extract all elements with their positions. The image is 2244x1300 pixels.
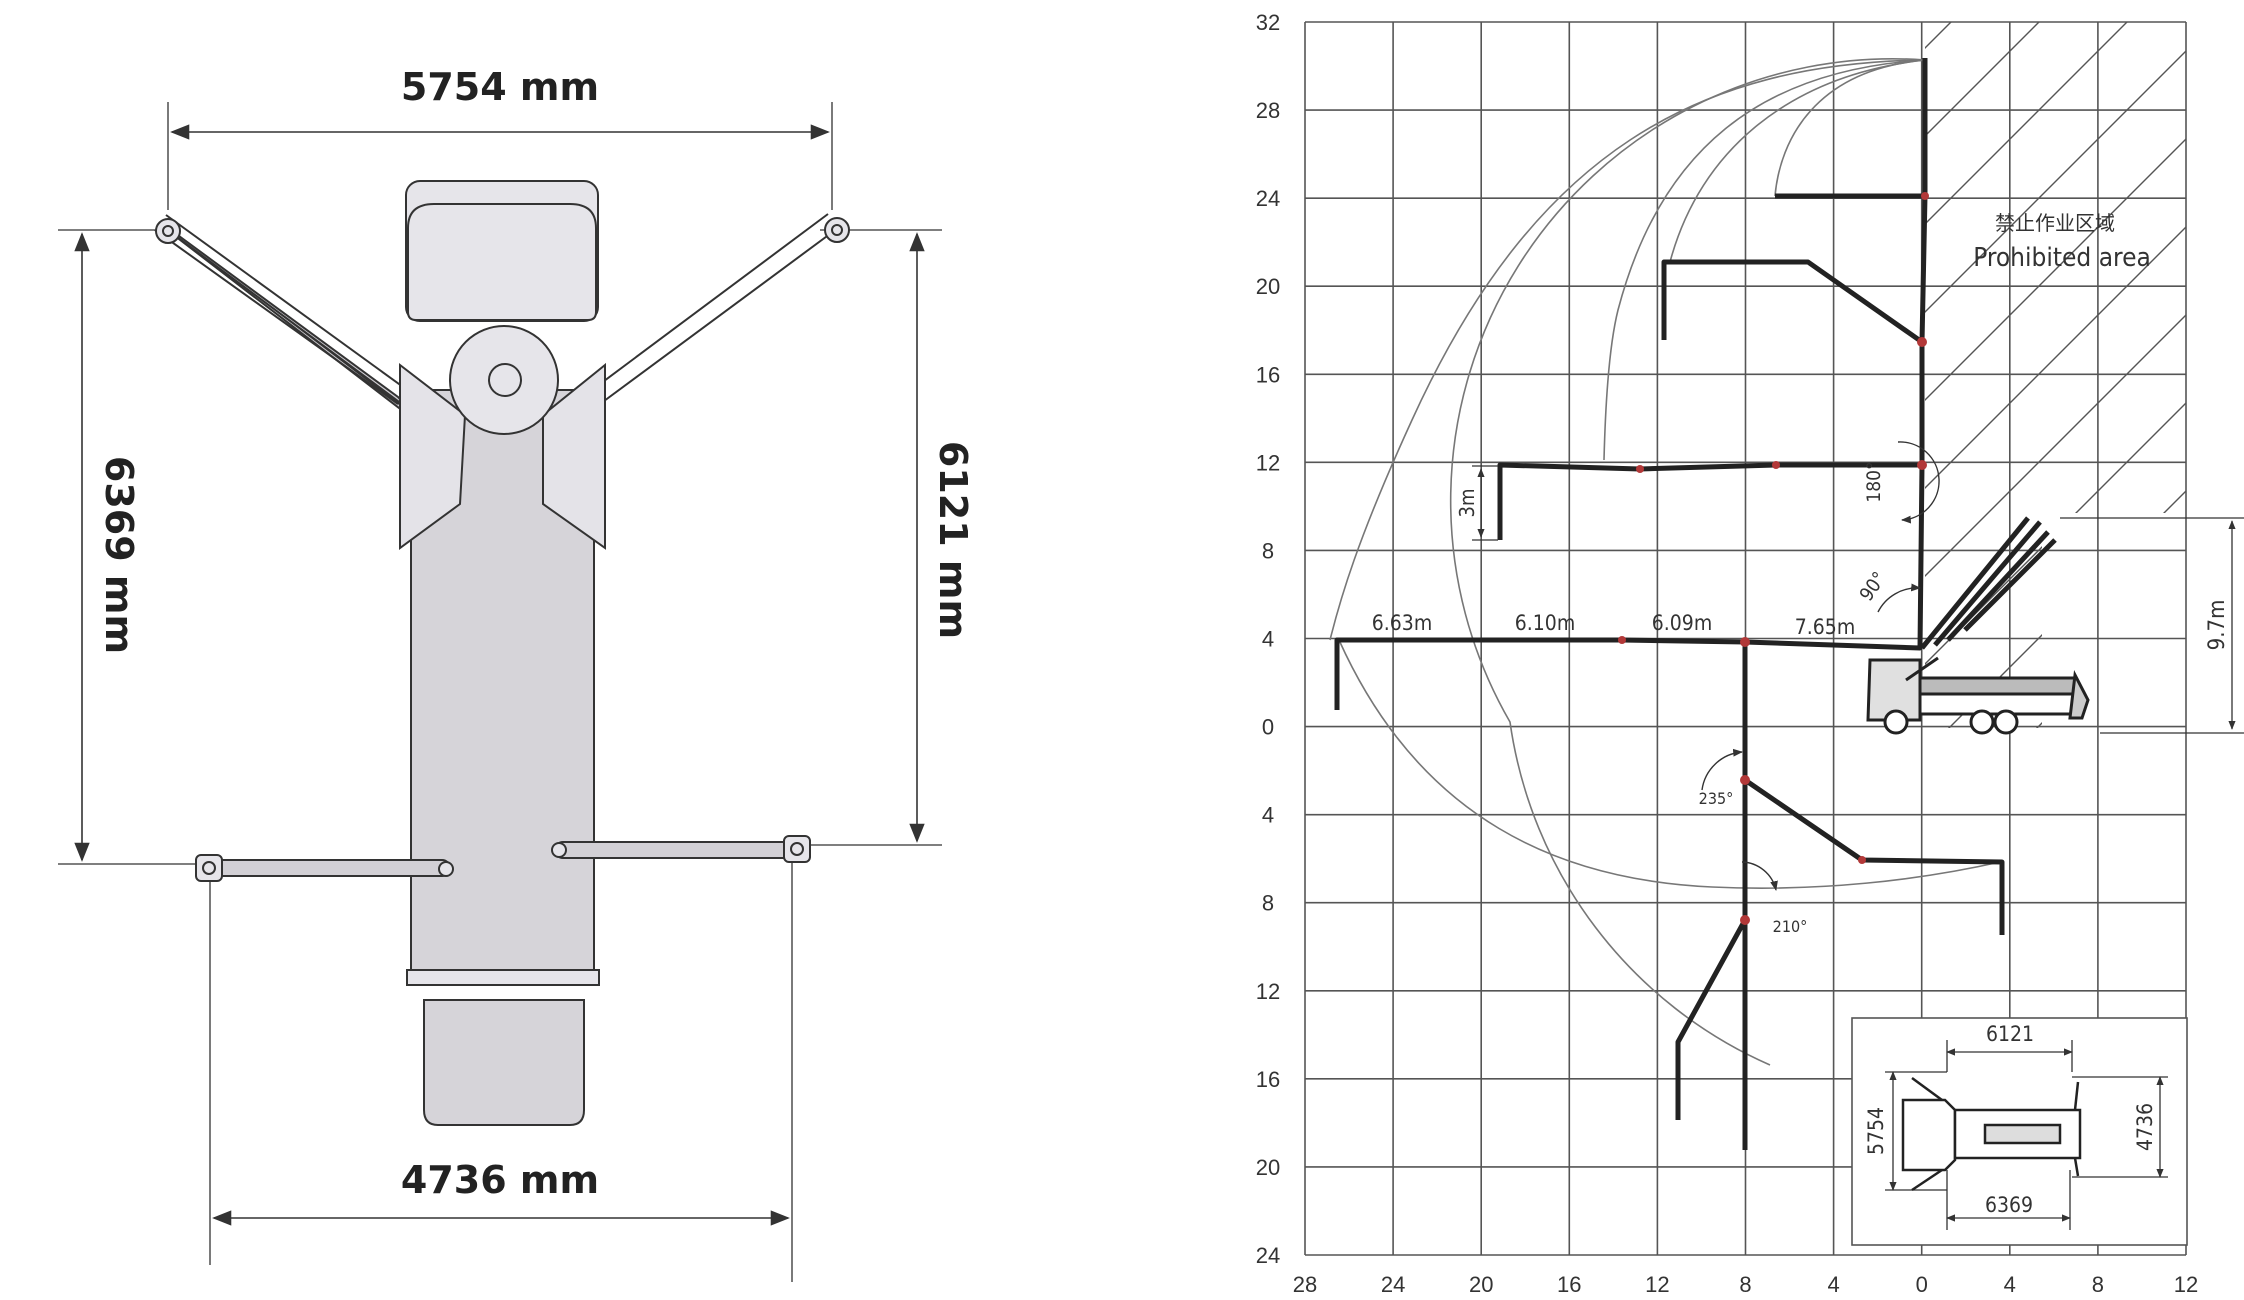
rear-right-outrigger [554, 841, 796, 859]
hatch-line [1925, 22, 2186, 728]
y-tick-label: 24 [1256, 1243, 1280, 1268]
hatch-line [1925, 22, 2040, 728]
hatch-line [1925, 22, 2186, 728]
y-tick-label: 24 [1256, 186, 1280, 211]
y-tick-label: 4 [1262, 627, 1274, 652]
y-tick-label: 20 [1256, 274, 1280, 299]
y-tick-label: 12 [1256, 979, 1280, 1004]
hatch-line [1925, 22, 2186, 728]
x-tick-label: 12 [1645, 1272, 1669, 1297]
left-turret-wing [399, 362, 467, 550]
section-label-3: 6.09m [1652, 611, 1712, 635]
x-tick-label: 12 [2174, 1272, 2198, 1297]
right-turret-wing [542, 362, 606, 550]
truck-side-view [1866, 656, 2090, 735]
y-tick-label: 28 [1256, 98, 1280, 123]
folded-boom [1920, 516, 2057, 650]
angle-180-label: 180° [1863, 461, 1885, 502]
angle-235-label: 235° [1699, 789, 1734, 808]
hook-3m-label: 3m [1455, 489, 1479, 518]
y-tick-label: 16 [1256, 362, 1280, 387]
inset-top-label: 6121 [1986, 1022, 2034, 1046]
inset-footprint: 6121 6369 5754 4736 [1851, 1017, 2188, 1246]
y-tick-label: 32 [1256, 10, 1280, 35]
y-tick-label: 4 [1262, 803, 1274, 828]
y-axis-ticks: 32 28 24 20 16 12 8 4 0 4 8 12 16 20 24 [1256, 10, 1280, 1268]
hatch-line [1925, 22, 1952, 728]
height-9-7m-label: 9.7m [2205, 600, 2230, 651]
hatch-line [1925, 22, 2186, 728]
angle-210-label: 210° [1773, 917, 1808, 936]
left-height-label: 6369 mm [97, 456, 141, 654]
x-tick-label: 20 [1469, 1272, 1493, 1297]
outrigger-footprint-diagram: 5754 mm 4736 mm 6369 mm 6121 mm [58, 65, 975, 1282]
hopper [423, 999, 585, 1126]
x-axis-ticks: 28 24 20 16 12 8 4 0 4 8 12 [1293, 1272, 2198, 1297]
y-tick-label: 8 [1262, 891, 1274, 916]
section-label-1: 6.63m [1372, 611, 1432, 635]
right-height-label: 6121 mm [931, 441, 975, 639]
boom-configurations [1334, 58, 2005, 1150]
hatch-line [1125, 22, 1863, 760]
prohibited-area-hatch [1125, 22, 2186, 760]
bottom-width-label: 4736 mm [401, 1158, 599, 1202]
inset-left-label: 5754 [1864, 1107, 1888, 1155]
y-tick-label: 20 [1256, 1155, 1280, 1180]
prohibited-area-en: Prohibited area [1973, 243, 2151, 273]
rear-left-outrigger [209, 859, 451, 877]
truck-top-view [154, 180, 839, 1126]
x-tick-label: 16 [1557, 1272, 1581, 1297]
working-range-chart: 32 28 24 20 16 12 8 4 0 4 8 12 16 20 24 28 24 20 16 12 8 4 0 4… [1125, 10, 2244, 1297]
section-label-4: 7.65m [1795, 615, 1855, 639]
y-tick-label: 8 [1262, 538, 1274, 563]
angle-90-label: 90° [1855, 568, 1890, 605]
top-width-label: 5754 mm [401, 65, 599, 109]
hatch-line [1925, 22, 2186, 728]
x-tick-label: 24 [1381, 1272, 1405, 1297]
y-tick-label: 12 [1256, 450, 1280, 475]
x-tick-label: 0 [1916, 1272, 1928, 1297]
section-label-2: 6.10m [1515, 611, 1575, 635]
x-tick-label: 4 [1827, 1272, 1839, 1297]
x-tick-label: 8 [2092, 1272, 2104, 1297]
prohibited-area-cn: 禁止作业区域 [1995, 211, 2115, 235]
x-tick-label: 28 [1293, 1272, 1317, 1297]
y-tick-label: 16 [1256, 1067, 1280, 1092]
inset-bottom-label: 6369 [1985, 1193, 2033, 1217]
x-tick-label: 8 [1739, 1272, 1751, 1297]
inset-right-label: 4736 [2133, 1103, 2157, 1151]
y-tick-label: 0 [1262, 715, 1274, 740]
hatch-line [1925, 22, 2128, 728]
reach-arcs [1329, 58, 2001, 1066]
x-tick-label: 4 [2004, 1272, 2016, 1297]
